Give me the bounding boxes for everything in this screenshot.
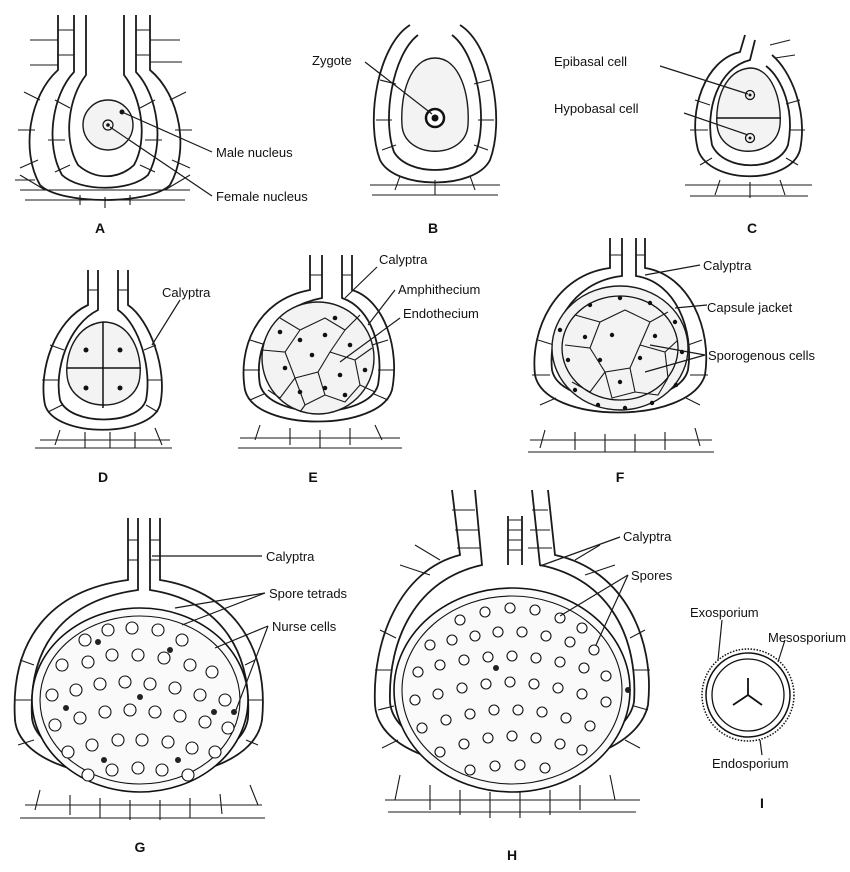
- panel-a-male-leader: [122, 112, 212, 152]
- panel-e: Calyptra Amphithecium Endothecium E: [238, 252, 480, 485]
- panel-h-calyptra-leader: [540, 537, 620, 566]
- label-mesosporium: Mesosporium: [768, 630, 846, 645]
- panel-letter-c: C: [747, 220, 757, 236]
- label-spores: Spores: [631, 568, 673, 583]
- panel-h-capsule: [394, 588, 630, 792]
- label-exosporium: Exosporium: [690, 605, 759, 620]
- label-calyptra-h: Calyptra: [623, 529, 672, 544]
- label-calyptra-f: Calyptra: [703, 258, 752, 273]
- panel-i: Exosporium Mesosporium Endosporium I: [690, 605, 846, 811]
- label-epibasal-cell: Epibasal cell: [554, 54, 627, 69]
- panel-h: Calyptra Spores H: [375, 490, 673, 863]
- panel-b: Zygote B: [312, 25, 500, 236]
- panel-letter-g: G: [135, 839, 146, 855]
- label-female-nucleus: Female nucleus: [216, 189, 308, 204]
- panel-b-zygote-cell: [402, 58, 468, 151]
- label-calyptra-e: Calyptra: [379, 252, 428, 267]
- panel-c-zygote: [717, 68, 780, 151]
- label-sporogenous-cells: Sporogenous cells: [708, 348, 815, 363]
- label-male-nucleus: Male nucleus: [216, 145, 293, 160]
- panel-f-jacket-leader: [675, 305, 707, 308]
- panel-g-tetrads-leader-2: [182, 593, 265, 625]
- panel-letter-e: E: [308, 469, 317, 485]
- panel-letter-d: D: [98, 469, 108, 485]
- label-calyptra-d: Calyptra: [162, 285, 211, 300]
- panel-h-spores-leader-1: [560, 575, 628, 616]
- label-endosporium: Endosporium: [712, 756, 789, 771]
- label-calyptra-g: Calyptra: [266, 549, 315, 564]
- panel-letter-f: F: [616, 469, 625, 485]
- panel-letter-a: A: [95, 220, 105, 236]
- panel-g: Calyptra Spore tetrads Nurse cells G: [15, 518, 348, 855]
- panel-d: Calyptra D: [35, 270, 211, 485]
- label-amphithecium: Amphithecium: [398, 282, 480, 297]
- panel-letter-i: I: [760, 795, 764, 811]
- panel-letter-h: H: [507, 847, 517, 863]
- panel-c: Epibasal cell Hypobasal cell C: [554, 35, 812, 236]
- label-hypobasal-cell: Hypobasal cell: [554, 101, 639, 116]
- panel-letter-b: B: [428, 220, 438, 236]
- label-capsule-jacket: Capsule jacket: [707, 300, 793, 315]
- label-nurse-cells: Nurse cells: [272, 619, 337, 634]
- panel-a: Male nucleus Female nucleus A: [15, 15, 308, 236]
- panel-d-calyptra-leader: [152, 300, 180, 345]
- panel-i-endosporium-leader: [760, 740, 762, 755]
- panel-e-amphithecium-leader: [368, 290, 395, 325]
- panel-f: Calyptra Capsule jacket Sporogenous cell…: [528, 238, 815, 485]
- panel-i-exosporium-leader: [718, 620, 722, 660]
- label-spore-tetrads: Spore tetrads: [269, 586, 348, 601]
- label-zygote: Zygote: [312, 53, 352, 68]
- label-endothecium: Endothecium: [403, 306, 479, 321]
